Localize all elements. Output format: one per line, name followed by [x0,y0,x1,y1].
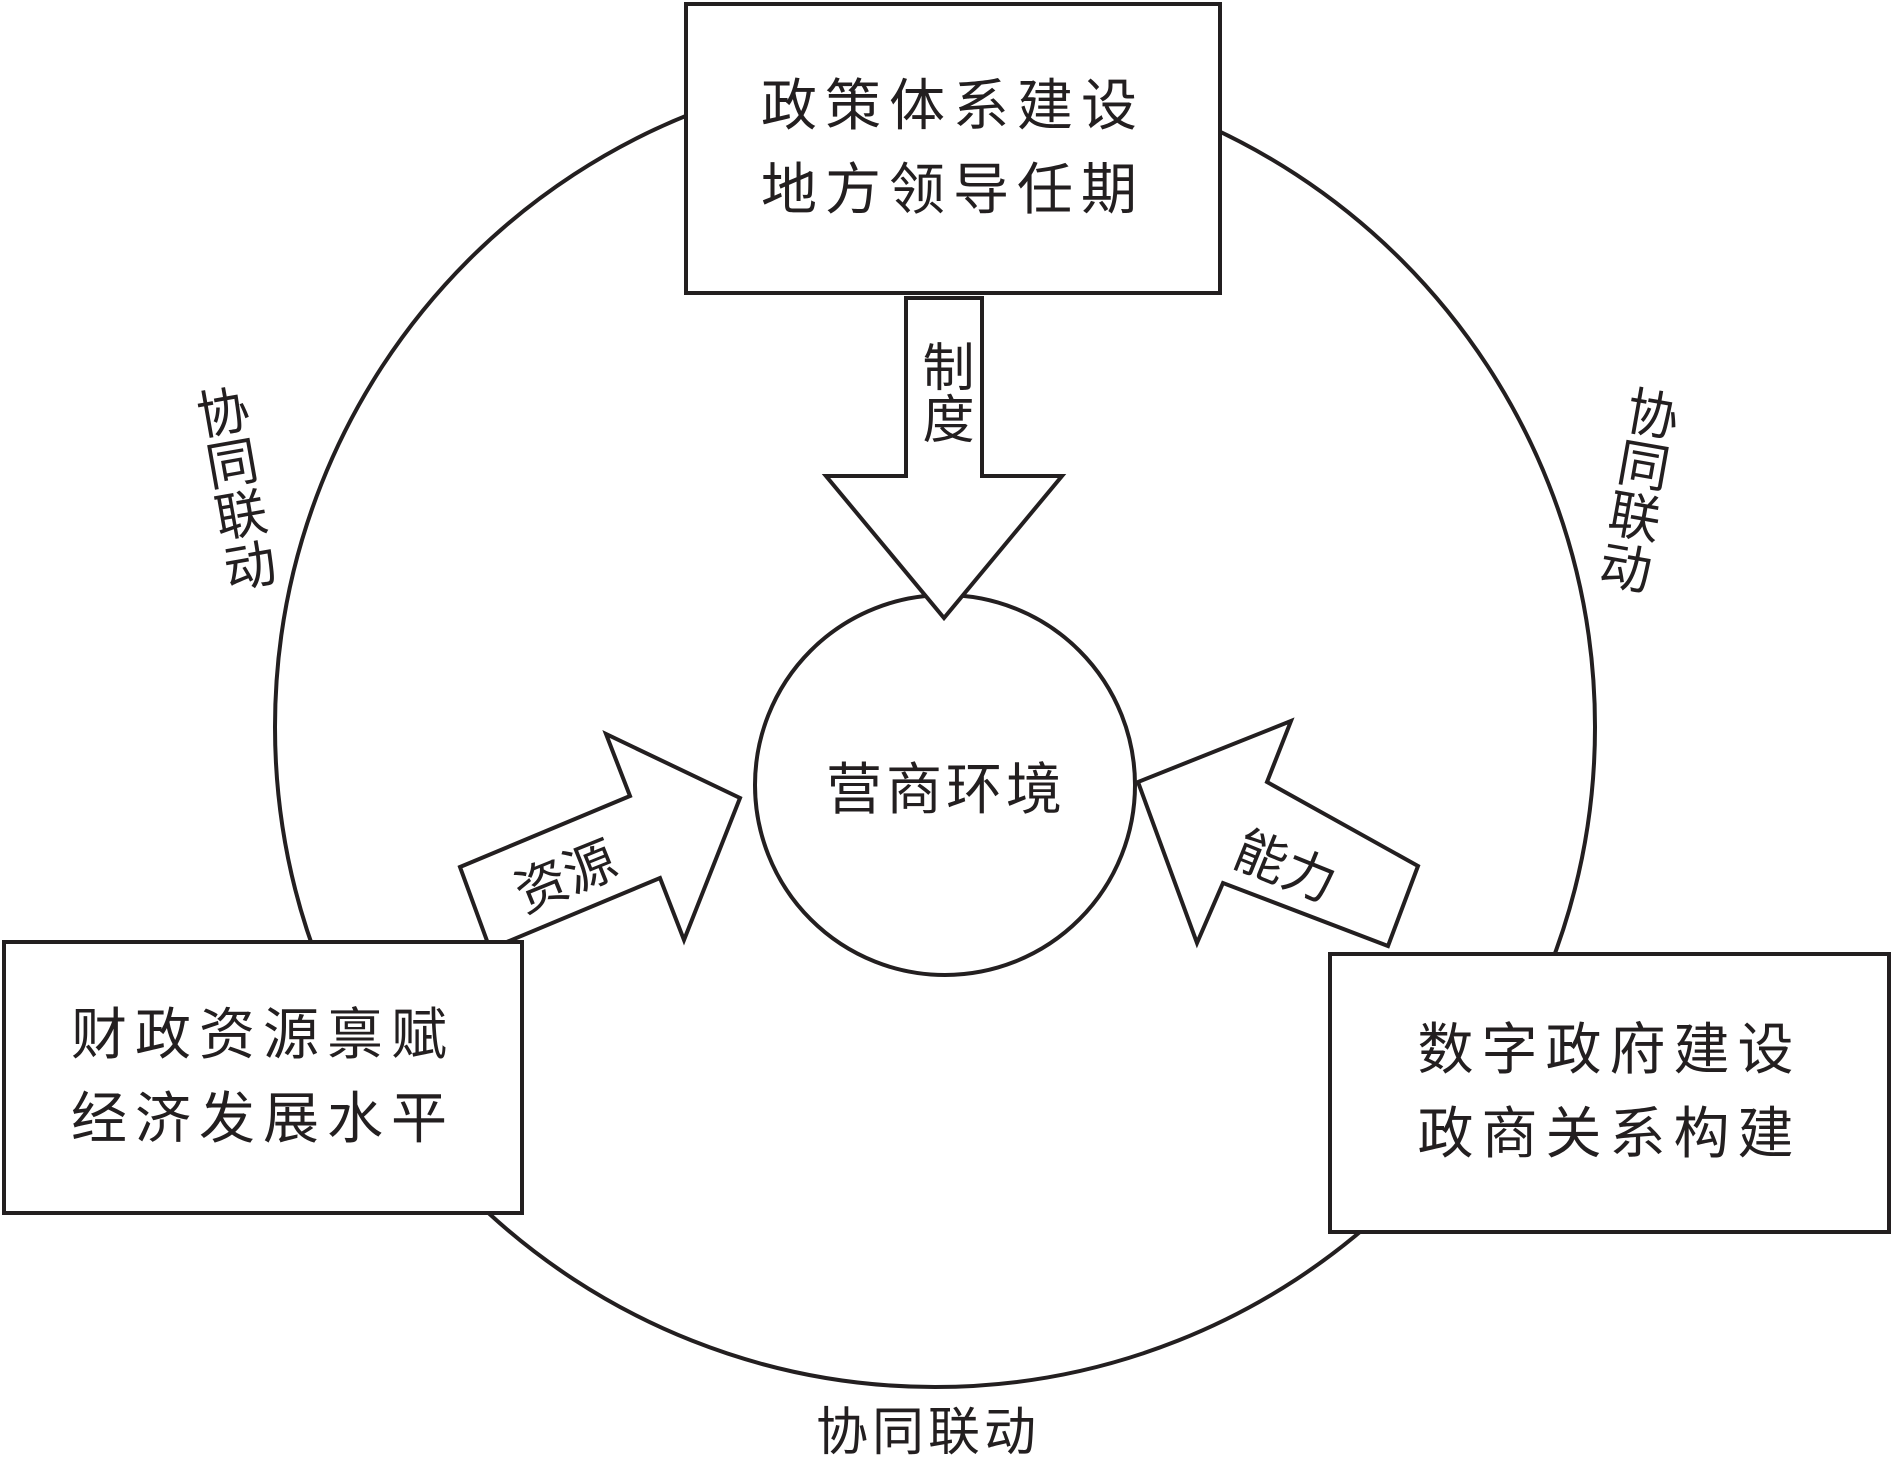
left-box-line-2: 经济发展水平 [71,1086,455,1152]
top-box-line-1: 政策体系建设 [761,73,1145,139]
right-box-line-2: 政商关系构建 [1417,1102,1802,1167]
arrow-right [1135,717,1421,949]
top-box-line-2: 地方领导任期 [761,157,1145,223]
arrow-left [457,730,743,952]
top-box: 政策体系建设 地方领导任期 [684,2,1222,295]
right-box: 数字政府建设 政商关系构建 [1328,952,1891,1234]
arrow-top-label: 制度 [913,340,973,444]
link-bottom-label: 协同联动 [816,1403,1041,1463]
arrow-top [821,296,1067,622]
center-label: 营商环境 [826,757,1066,823]
left-box-line-1: 财政资源禀赋 [71,1002,455,1068]
left-box: 财政资源禀赋 经济发展水平 [2,940,524,1215]
right-box-line-1: 数字政府建设 [1417,1018,1802,1083]
